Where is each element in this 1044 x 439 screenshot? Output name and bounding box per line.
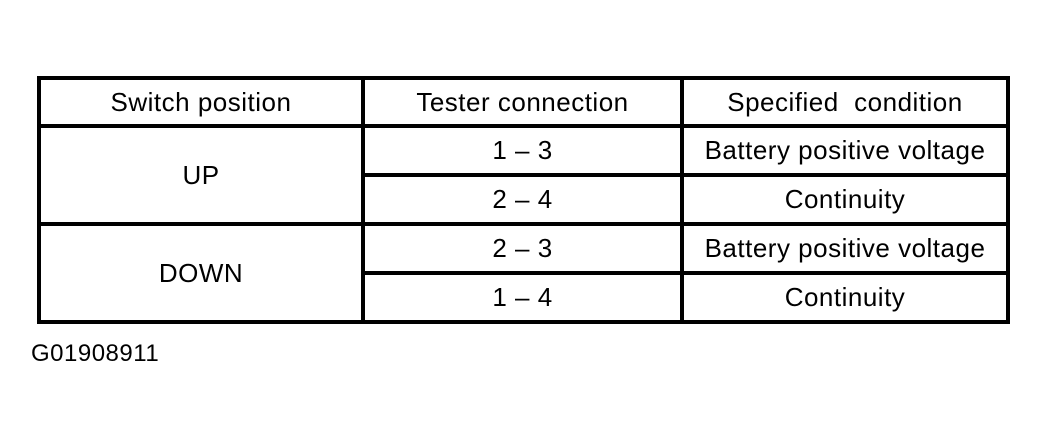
cell-switch-position-down: DOWN	[37, 222, 365, 324]
cell-tester-connection: 1 – 4	[361, 271, 684, 324]
cell-specified-condition: Continuity	[680, 173, 1010, 226]
cell-specified-condition: Battery positive voltage	[680, 222, 1010, 275]
cell-tester-connection: 2 – 4	[361, 173, 684, 226]
table-row: 2 – 4 Continuity	[39, 173, 1010, 226]
table-row: 1 – 4 Continuity	[39, 271, 1010, 324]
cell-switch-position-up: UP	[37, 124, 365, 226]
cell-specified-condition: Battery positive voltage	[680, 124, 1010, 177]
cell-tester-connection: 1 – 3	[361, 124, 684, 177]
table-row: UP 1 – 3 Battery positive voltage	[37, 124, 1010, 226]
header-specified-condition: Specified condition	[680, 76, 1010, 128]
switch-continuity-table: Switch position Tester connection Specif…	[37, 76, 1010, 324]
table-row: DOWN 2 – 3 Battery positive voltage	[37, 222, 1010, 324]
cell-tester-connection: 2 – 3	[361, 222, 684, 275]
table-header-row: Switch position Tester connection Specif…	[37, 76, 1010, 128]
switch-continuity-table-container: Switch position Tester connection Specif…	[37, 76, 1010, 324]
cell-specified-condition: Continuity	[680, 271, 1010, 324]
header-switch-position: Switch position	[37, 76, 365, 128]
figure-id-label: G01908911	[31, 340, 160, 367]
header-tester-connection: Tester connection	[361, 76, 684, 128]
